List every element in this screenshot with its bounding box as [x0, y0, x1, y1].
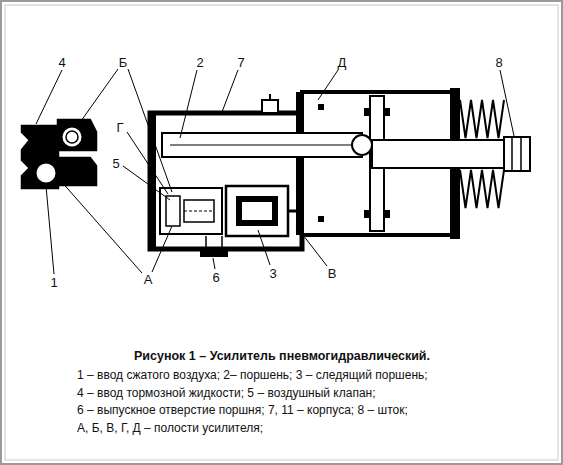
leader-lines: [36, 69, 514, 274]
callout-label: Г: [115, 121, 124, 134]
callout-label: 8: [494, 56, 503, 69]
bellows-fold: [460, 100, 504, 138]
callout-label: 3: [268, 267, 277, 280]
housing-left: [150, 94, 302, 257]
caption-line: А, Б, В, Г, Д – полости усилителя;: [77, 422, 263, 434]
rod: [162, 133, 530, 171]
frame-inner: [5, 5, 558, 460]
callout-label: 5: [111, 157, 120, 170]
caption-line: 6 – выпускное отверстие поршня; 7, 11 – …: [77, 404, 408, 416]
caption-line: 4 – ввод тормозной жидкости; 5 – воздушн…: [77, 387, 376, 399]
caption-line: 1 – ввод сжатого воздуха; 2– поршень; 3 …: [77, 369, 428, 381]
bellows-fold: [460, 170, 504, 208]
callout-label: 6: [211, 271, 220, 284]
callout-label: В: [327, 267, 338, 280]
callout-label: А: [143, 273, 154, 286]
bellows: [460, 100, 504, 208]
callout-label: 7: [236, 56, 245, 69]
callout-label: 4: [57, 56, 66, 69]
callout-label: Б: [118, 56, 129, 69]
figure-title: Рисунок 1 – Усилитель пневмогидравлическ…: [134, 350, 430, 363]
callout-label: 2: [195, 56, 204, 69]
callout-label: 1: [49, 276, 58, 289]
fittings: [22, 120, 96, 188]
callout-label: Д: [337, 56, 348, 69]
